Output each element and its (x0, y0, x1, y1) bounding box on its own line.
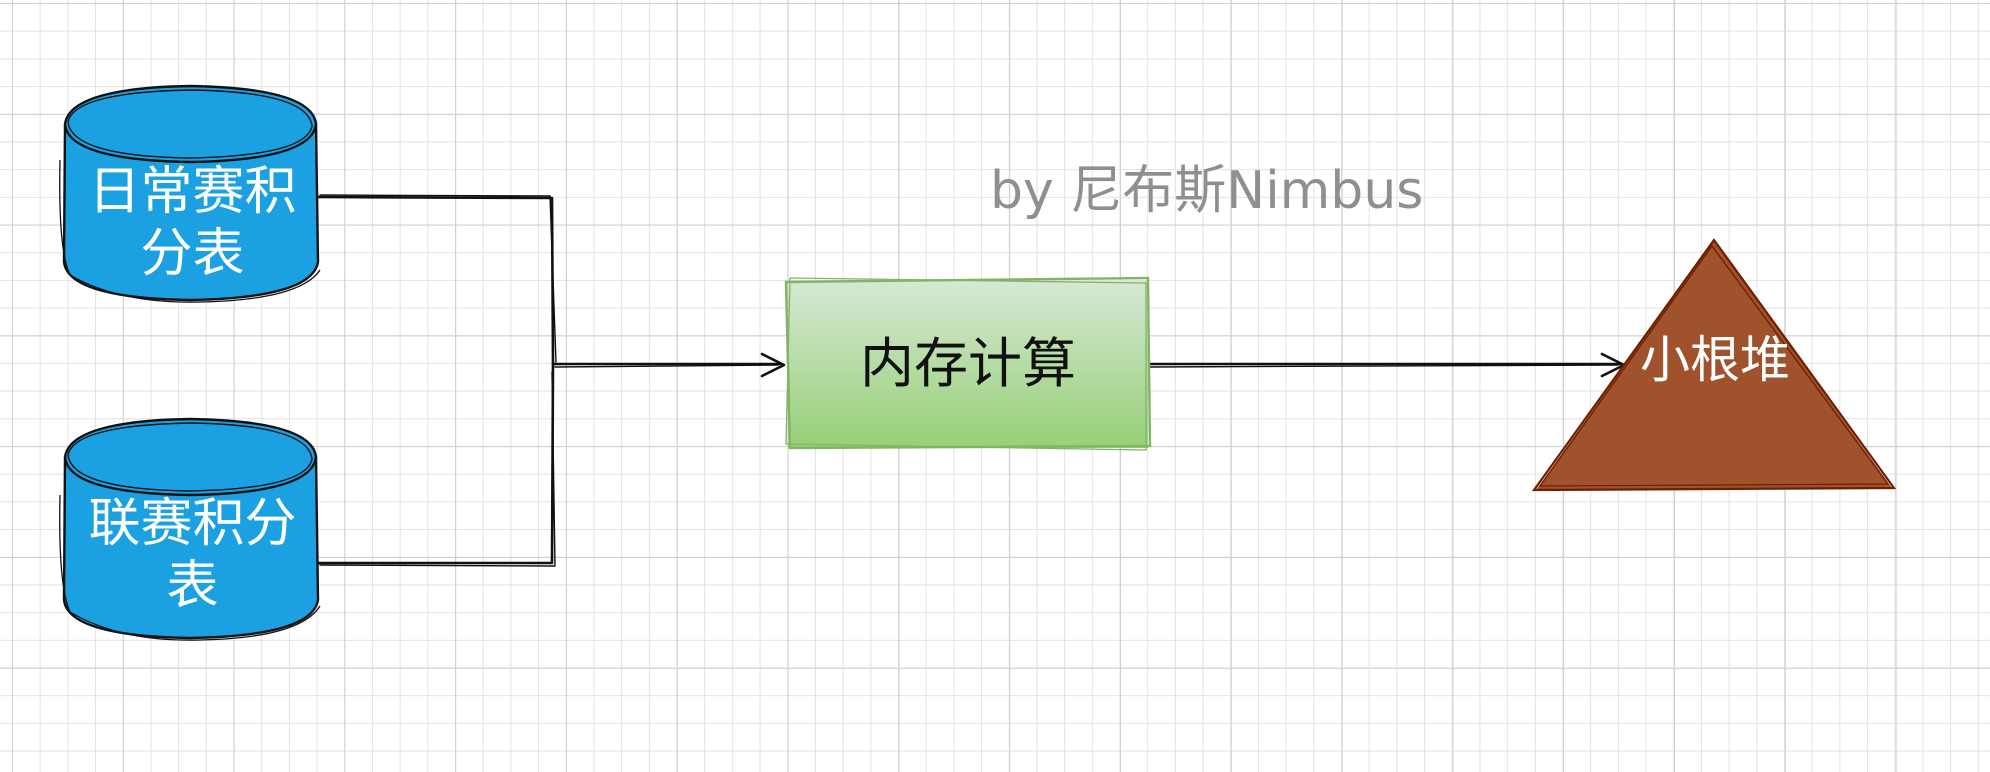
edge-league-sketch (319, 371, 556, 567)
league-table-label: 联赛积分表 (88, 493, 297, 616)
edge-daily-sketch (319, 194, 557, 363)
edge-daily-to-junction (316, 195, 555, 367)
min-heap-triangle (1531, 238, 1897, 492)
min-heap-label: 小根堆 (1640, 331, 1790, 389)
memory-compute-label: 内存计算 (860, 331, 1076, 395)
league-table-cylinder (59, 417, 321, 641)
edge-league-to-junction (316, 363, 555, 565)
edge-process-heap-sketch (1149, 364, 1619, 368)
daily-table-label: 日常赛积分表 (88, 161, 297, 284)
daily-table-cylinder (59, 84, 321, 303)
arrowhead-process (760, 352, 786, 378)
edge-junction-sketch (554, 364, 779, 368)
memory-compute-box (784, 276, 1152, 451)
watermark-text: by 尼布斯Nimbus (990, 161, 1424, 221)
